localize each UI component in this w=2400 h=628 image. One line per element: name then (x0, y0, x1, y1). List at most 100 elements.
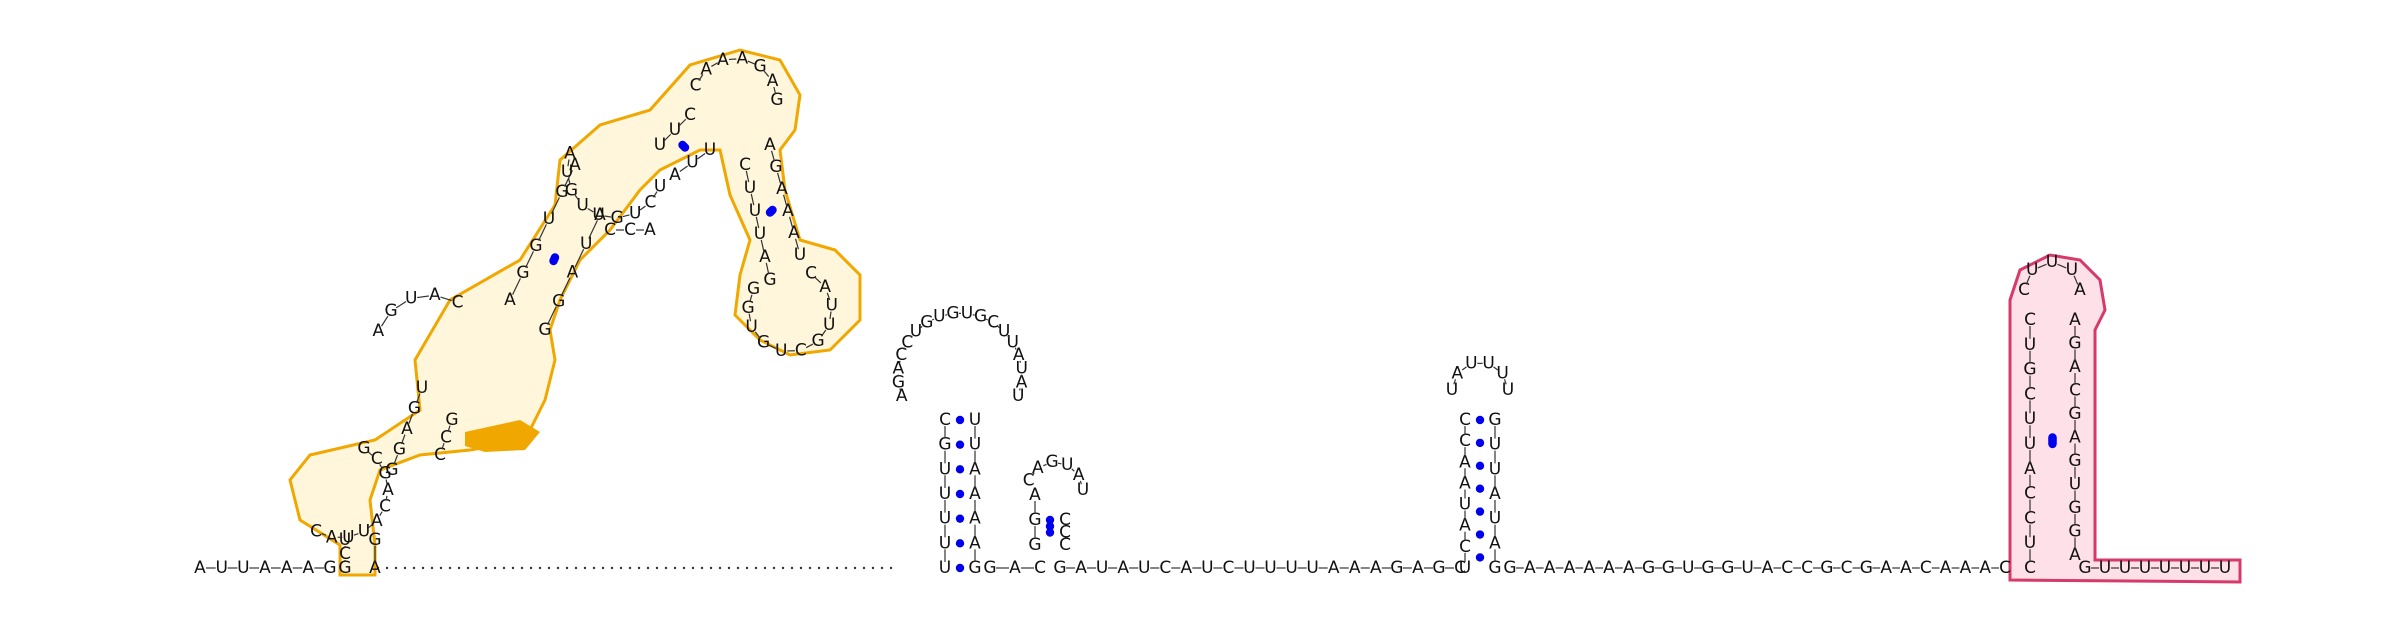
gap-dot (575, 567, 577, 569)
linker-nucleotide: U (1096, 558, 1108, 578)
tail-nucleotide: G (1820, 558, 1833, 578)
pink-tail-nucleotide: U (2139, 558, 2151, 578)
pink-tail-nucleotide: G (2078, 558, 2091, 578)
stem-nucleotide: A (669, 165, 681, 185)
stem-nucleotide: G (552, 291, 565, 311)
stem-nucleotide: G (408, 399, 421, 419)
backbone-link (932, 319, 934, 320)
gap-dot (449, 567, 451, 569)
stem-nucleotide: U (654, 135, 666, 155)
pink-tail-nucleotide: U (2199, 558, 2211, 578)
loop-nucleotide: G (611, 208, 624, 228)
gap-dot (710, 567, 712, 569)
gap-dot (539, 567, 541, 569)
leader-nucleotide: A (303, 558, 315, 578)
linker-nucleotide: U (1285, 558, 1297, 578)
base-pair-dot (678, 141, 686, 149)
gap-dot (890, 567, 892, 569)
loop-nucleotide: U (342, 527, 354, 547)
stem-nucleotide: A (776, 179, 788, 199)
stem-nucleotide: A (504, 290, 516, 310)
leader-nucleotide: A (194, 558, 206, 578)
base-pair-dot (1476, 553, 1484, 561)
loop-nucleotide: A (767, 71, 779, 91)
pink-loop-nucleotide: U (2046, 252, 2058, 272)
stem-nucleotide: U (704, 140, 716, 160)
gap-dot (665, 567, 667, 569)
loop-nucleotide: G (753, 56, 766, 76)
gap-dot (548, 567, 550, 569)
tail-nucleotide: C (1841, 558, 1853, 578)
base-pair-dot (2048, 440, 2056, 448)
gap-dot (647, 567, 649, 569)
backbone-link (1058, 463, 1061, 464)
gap-dot (683, 567, 685, 569)
stem-nucleotide: G (983, 558, 996, 578)
base-pair-dot (1046, 528, 1054, 536)
loop-nucleotide: G (747, 279, 760, 299)
linker-nucleotide: A (1412, 558, 1424, 578)
stem-nucleotide: G (393, 440, 406, 460)
base-pair-dot (1476, 416, 1484, 424)
gap-dot (674, 567, 676, 569)
linker-nucleotide: A (1328, 558, 1340, 578)
loop-nucleotide: A (326, 527, 338, 547)
stem-nucleotide: G (769, 157, 782, 177)
gap-dot (827, 567, 829, 569)
loop-nucleotide: G (357, 438, 370, 458)
loop-nucleotide: A (736, 49, 748, 69)
loop-nucleotide: U (629, 204, 641, 224)
stem-nucleotide: U (794, 245, 806, 265)
stem-nucleotide: U (416, 378, 428, 398)
tail-nucleotide: C (1781, 558, 1793, 578)
loop-nucleotide: A (819, 277, 831, 297)
pink-tail-nucleotide: U (2119, 558, 2131, 578)
loop-nucleotide: U (561, 162, 573, 182)
gap-dot (773, 567, 775, 569)
tail-nucleotide: G (1642, 558, 1655, 578)
loop-nucleotide: C (310, 522, 322, 542)
tail-nucleotide: A (1564, 558, 1576, 578)
base-pair-dot (956, 564, 964, 572)
base-pair-dot (956, 440, 964, 448)
stem-nucleotide: U (669, 120, 681, 140)
base-pair-dot (956, 539, 964, 547)
gap-dot (521, 567, 523, 569)
gap-dot (854, 567, 856, 569)
stem-nucleotide: A (644, 220, 656, 240)
gap-dot (584, 567, 586, 569)
base-pair-dot (956, 514, 964, 522)
gap-dot (422, 567, 424, 569)
gap-dot (809, 567, 811, 569)
gap-dot (602, 567, 604, 569)
linker-nucleotide: A (1075, 558, 1087, 578)
gap-dot (431, 567, 433, 569)
gap-dot (746, 567, 748, 569)
loop-nucleotide: U (592, 205, 604, 225)
pink-loop-nucleotide: U (2066, 260, 2078, 280)
stem-nucleotide: A (759, 247, 771, 267)
backbone-link (417, 296, 429, 298)
tail-nucleotide: A (1979, 558, 1991, 578)
stem-nucleotide: C (739, 155, 751, 175)
tail-nucleotide: C (1801, 558, 1813, 578)
base-pair-dot (768, 206, 776, 214)
backbone-link (386, 479, 387, 484)
loop-nucleotide: U (775, 341, 787, 361)
gap-dot (593, 567, 595, 569)
loop-nucleotide: U (576, 195, 588, 215)
highlight-region-orange (290, 50, 860, 575)
linker-nucleotide: G (1390, 558, 1403, 578)
base-pair-dot (1476, 485, 1484, 493)
linker-nucleotide: C (1159, 558, 1171, 578)
stem-nucleotide: A (782, 201, 794, 221)
gap-dot (782, 567, 784, 569)
loop-nucleotide: C (805, 264, 817, 284)
backbone-link (904, 348, 905, 350)
base-pair-dot (956, 490, 964, 498)
pink-loop-nucleotide: A (2074, 280, 2086, 300)
base-pair-dot (1476, 530, 1484, 538)
tail-nucleotide: A (1544, 558, 1556, 578)
